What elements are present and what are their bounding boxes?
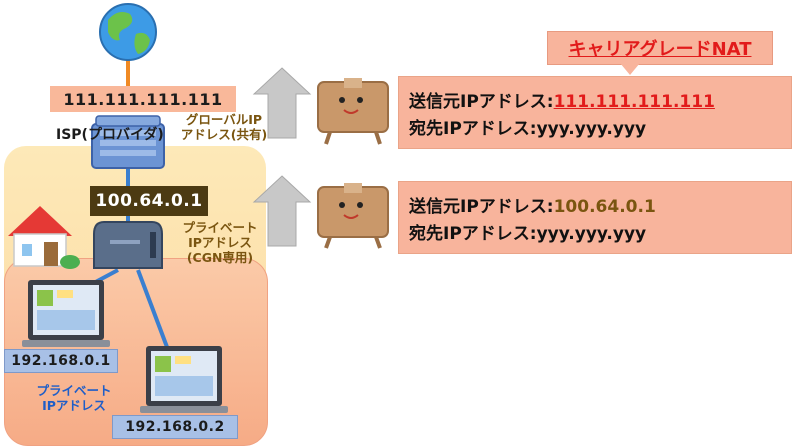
packet-info-box-cgn: 送信元IPアドレス:100.64.0.1 宛先IPアドレス:yyy.yyy.yy… xyxy=(398,181,792,254)
dst-value: yyy.yyy.yyy xyxy=(536,224,647,244)
cgn-ip-description-line2: IPアドレス xyxy=(188,235,252,250)
laptop-icon-2 xyxy=(140,346,228,413)
up-arrow-icon-1 xyxy=(252,67,312,139)
lan-ip-description: プライベート IPアドレス xyxy=(24,383,124,413)
title-callout-tail xyxy=(620,63,640,75)
cgn-ip-label: 100.64.0.1 xyxy=(90,186,208,216)
global-ip-description-line1: グローバルIP xyxy=(185,112,263,127)
packet-box-character-icon-1 xyxy=(317,78,389,145)
cgn-router-icon xyxy=(93,221,163,269)
packet-dst-line: 宛先IPアドレス:yyy.yyy.yyy xyxy=(409,219,646,244)
diagram-title: キャリアグレードNAT xyxy=(547,31,773,65)
cgn-ip-description-line1: プライベート xyxy=(182,220,258,235)
dst-value: yyy.yyy.yyy xyxy=(536,119,647,139)
pc1-ip-label: 192.168.0.1 xyxy=(4,349,118,373)
lan-ip-description-line1: プライベート xyxy=(36,383,112,398)
dst-label: 宛先IPアドレス: xyxy=(409,224,537,244)
laptop-icon-1 xyxy=(22,280,110,347)
packet-src-line: 送信元IPアドレス:111.111.111.111 xyxy=(409,87,715,112)
packet-info-box-global: 送信元IPアドレス:111.111.111.111 宛先IPアドレス:yyy.y… xyxy=(398,76,792,149)
src-label: 送信元IPアドレス: xyxy=(409,92,554,112)
globe-icon xyxy=(99,3,157,61)
packet-src-line: 送信元IPアドレス:100.64.0.1 xyxy=(409,192,656,217)
src-value: 100.64.0.1 xyxy=(553,197,656,217)
packet-box-character-icon-2 xyxy=(317,183,389,249)
global-ip-description: グローバルIP アドレス(共有) xyxy=(176,112,272,142)
src-value: 111.111.111.111 xyxy=(553,92,715,112)
cgn-ip-description-line3: (CGN専用) xyxy=(186,250,254,265)
dst-label: 宛先IPアドレス: xyxy=(409,119,537,139)
lan-ip-description-line2: IPアドレス xyxy=(42,398,106,413)
up-arrow-icon-2 xyxy=(252,175,312,247)
packet-dst-line: 宛先IPアドレス:yyy.yyy.yyy xyxy=(409,114,646,139)
link-router-pc2 xyxy=(136,269,172,356)
isp-server-icon xyxy=(91,115,165,169)
isp-label: ISP(プロバイダ) xyxy=(56,127,164,143)
global-ip-description-line2: アドレス(共有) xyxy=(180,127,268,142)
pc2-ip-label: 192.168.0.2 xyxy=(112,415,238,439)
house-icon xyxy=(8,206,80,269)
src-label: 送信元IPアドレス: xyxy=(409,197,554,217)
cgn-ip-description: プライベート IPアドレス (CGN専用) xyxy=(170,220,270,265)
global-ip-label: 111.111.111.111 xyxy=(50,86,236,112)
